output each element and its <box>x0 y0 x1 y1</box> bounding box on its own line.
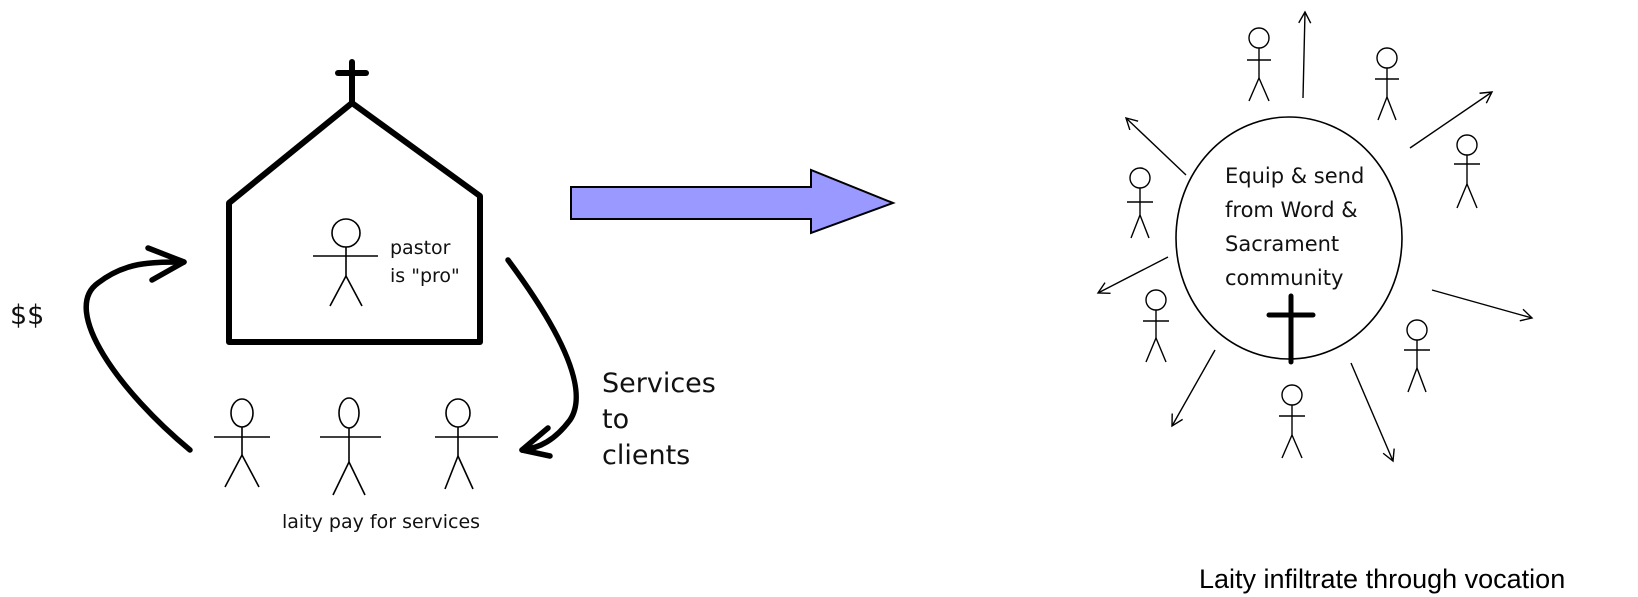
sent-figure-lower-right <box>1404 319 1430 393</box>
laity-figure-2 <box>320 397 381 496</box>
sent-figure-bottom <box>1279 384 1305 459</box>
outward-arrow-upper-left <box>1124 116 1187 176</box>
outward-arrow-up <box>1298 10 1312 99</box>
community-circle-label: Equip & send from Word & Sacrament commu… <box>1225 164 1371 290</box>
sent-figure-top <box>1247 27 1271 102</box>
outward-arrow-left <box>1096 256 1169 295</box>
sent-figure-lower-left <box>1143 289 1169 363</box>
services-label: Services to clients <box>602 368 724 471</box>
sent-laity-figures <box>1127 27 1480 459</box>
church-cross-icon <box>335 59 369 106</box>
transition-arrow <box>570 168 896 235</box>
laity-figure-1 <box>214 398 270 488</box>
money-loop-arrow <box>83 245 193 453</box>
pastor-figure <box>313 218 378 307</box>
sent-figure-right <box>1454 134 1480 209</box>
money-label: $$ <box>10 300 44 331</box>
community-cross-icon <box>1266 293 1316 365</box>
pastor-label: pastor is "pro" <box>390 237 460 287</box>
sent-figure-top-right <box>1375 47 1399 121</box>
laity-figure-3 <box>435 398 498 490</box>
outward-arrow-upper-right <box>1409 91 1494 149</box>
right-caption: Laity infiltrate through vocation <box>1199 564 1565 594</box>
outward-arrow-lower-left <box>1171 349 1216 428</box>
sent-figure-left <box>1127 167 1153 239</box>
church-building <box>226 100 483 345</box>
services-arrow <box>505 257 579 459</box>
outward-arrow-lower-right <box>1350 362 1395 463</box>
laity-caption: laity pay for services <box>282 511 480 533</box>
outward-arrow-right <box>1431 289 1534 322</box>
outward-arrows <box>1096 10 1534 463</box>
